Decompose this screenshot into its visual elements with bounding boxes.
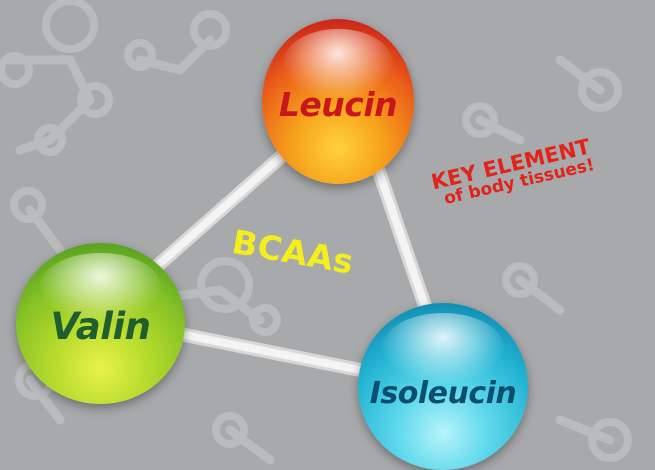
isoleucin-label: Isoleucin (370, 376, 517, 411)
isoleucin-node: Isoleucin (358, 303, 528, 470)
leucin-label: Leucin (279, 85, 397, 124)
valin-label: Valin (51, 305, 151, 348)
leucin-node: Leucin (262, 19, 414, 184)
valin-node: Valin (16, 243, 185, 404)
